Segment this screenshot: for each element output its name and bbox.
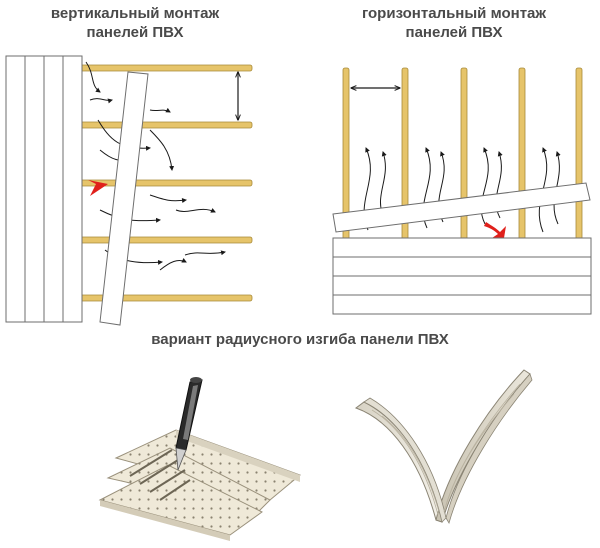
vertical-mount-scheme [5, 55, 253, 326]
horizontal-mount-scheme [332, 67, 592, 315]
horizontal-mount-caption-line1: горизонтальный монтаж [361, 5, 547, 22]
radius-bend-caption: вариант радиусного изгиба панели ПВХ [151, 331, 449, 348]
vertical-mount-caption-line1: вертикальный монтаж [50, 5, 220, 22]
tilted-vertical-panel [99, 71, 149, 326]
fit-direction-arrow [484, 222, 506, 238]
horizontal-mount-caption: горизонтальный монтаж панелей ПВХ [318, 4, 590, 42]
tilted-horizontal-panel [332, 182, 591, 233]
scored-panel-illustration [98, 377, 301, 541]
utility-knife-icon [175, 377, 203, 471]
batten [460, 67, 468, 249]
vertical-mount-caption: вертикальный монтаж панелей ПВХ [10, 4, 260, 42]
vertical-mount-caption-line2: панелей ПВХ [86, 24, 184, 41]
horizontal-mount-caption-line2: панелей ПВХ [405, 24, 503, 41]
batten [79, 236, 253, 244]
batten [79, 64, 253, 72]
v-bent-panel-icon [354, 369, 533, 525]
batten [575, 67, 583, 249]
batten [518, 67, 526, 249]
fit-direction-arrow [88, 180, 108, 196]
vertical-panel-stack [5, 55, 83, 323]
batten [79, 121, 253, 129]
horizontal-panel-stack [332, 237, 592, 315]
